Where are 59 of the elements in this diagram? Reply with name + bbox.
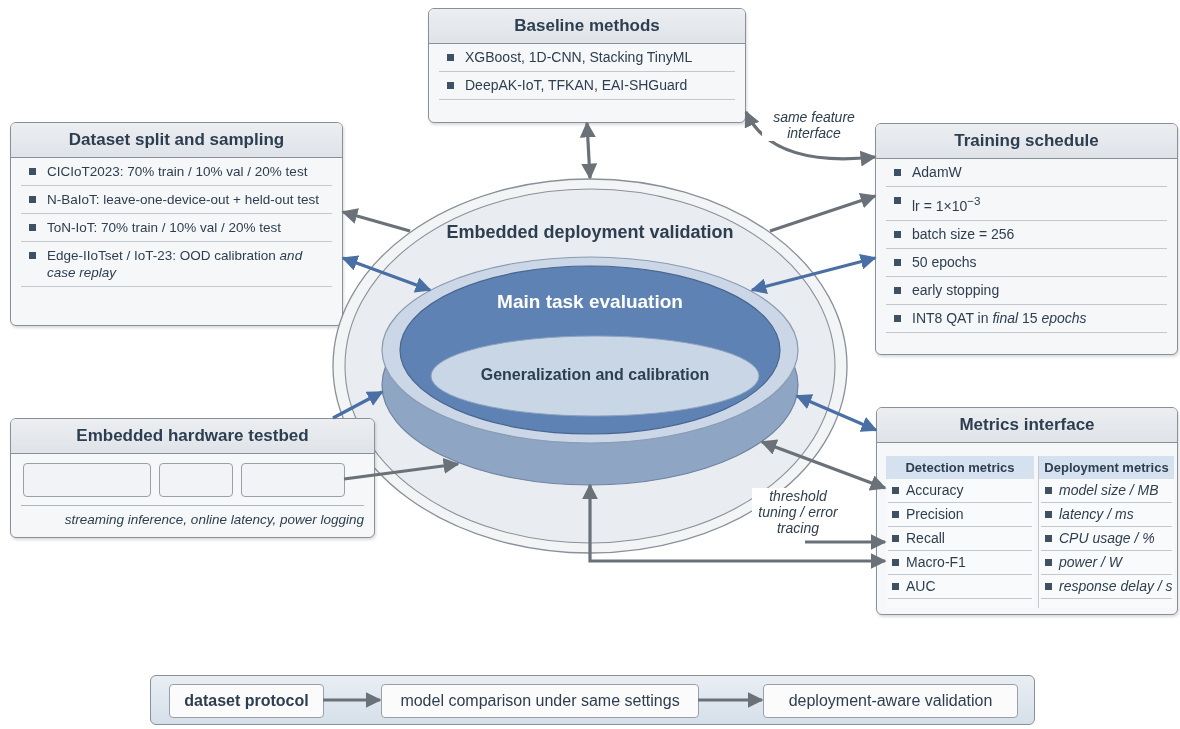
list-item: CPU usage / % <box>1041 527 1172 551</box>
caption-text: streaming inference, online latency, power logging <box>21 505 364 527</box>
ring-title: Embedded deployment validation <box>445 222 735 243</box>
list-item: batch size = 256 <box>886 220 1167 249</box>
process-step: deployment-aware validation <box>763 684 1018 718</box>
column-heading: Detection metrics <box>886 456 1034 479</box>
arrow <box>750 253 877 295</box>
list-item: Edge-IIoTset / IoT-23: OOD calibration and case replay <box>21 242 332 287</box>
process-step: model comparison under same settings <box>381 684 699 718</box>
arrow <box>795 394 878 432</box>
list-item: 50 epochs <box>886 248 1167 277</box>
list-item: AUC <box>888 575 1032 599</box>
info-panel <box>10 122 343 326</box>
list-item: N-BaIoT: leave-one-device-out + held-out test <box>21 186 332 214</box>
list-item: Macro-F1 <box>888 551 1032 575</box>
ring-title: Generalization and calibration <box>479 366 711 384</box>
arrow <box>744 110 877 167</box>
list-item: lr = 1×10$^{−3}$ <box>886 187 1167 221</box>
panel-heading: Embedded hardware testbed <box>11 419 374 454</box>
panel-heading: Training schedule <box>876 124 1177 159</box>
list-item: latency / ms <box>1041 503 1172 527</box>
list-item: AdamW <box>886 159 1167 187</box>
info-panel <box>875 123 1178 355</box>
arrow <box>579 121 598 180</box>
arrow <box>343 457 460 481</box>
arrow <box>323 692 382 708</box>
arrow <box>341 208 411 233</box>
list-item: early stopping <box>886 276 1167 305</box>
arrow <box>698 692 764 708</box>
step-band <box>150 675 1035 725</box>
list-item: power / W <box>1041 551 1172 575</box>
info-panel <box>10 418 375 538</box>
list-item: INT8 QAT in final 15 epochs <box>886 304 1167 333</box>
device-box <box>23 463 151 497</box>
panel-heading: Metrics interface <box>877 408 1177 443</box>
arrow <box>341 255 432 293</box>
list-item: Precision <box>888 503 1032 527</box>
list-item: model size / MB <box>1041 479 1172 503</box>
column-heading: Deployment metrics <box>1039 456 1174 479</box>
panel-heading: Dataset split and sampling <box>11 123 342 158</box>
device-box <box>241 463 345 497</box>
list-item: XGBoost, 1D-CNN, Stacking TinyML <box>439 44 735 72</box>
list-item: CICIoT2023: 70% train / 10% val / 20% test <box>21 158 332 186</box>
list-item: DeepAK-IoT, TFKAN, EAI-SHGuard <box>439 72 735 100</box>
info-panel <box>876 407 1178 615</box>
list-item: response delay / s <box>1041 575 1172 599</box>
list-item: ToN-IoT: 70% train / 10% val / 20% test <box>21 214 332 242</box>
metrics-column <box>1038 456 1174 608</box>
arrow <box>805 534 887 550</box>
ring-title: Main task evaluation <box>496 291 684 313</box>
arrow <box>582 483 887 569</box>
list-item: Recall <box>888 527 1032 551</box>
arrow <box>760 439 887 491</box>
arrow <box>769 192 877 233</box>
info-panel <box>428 8 746 123</box>
process-step: dataset protocol <box>169 684 324 718</box>
device-box <box>159 463 233 497</box>
panel-heading: Baseline methods <box>429 9 745 44</box>
list-item: Accuracy <box>888 479 1032 503</box>
